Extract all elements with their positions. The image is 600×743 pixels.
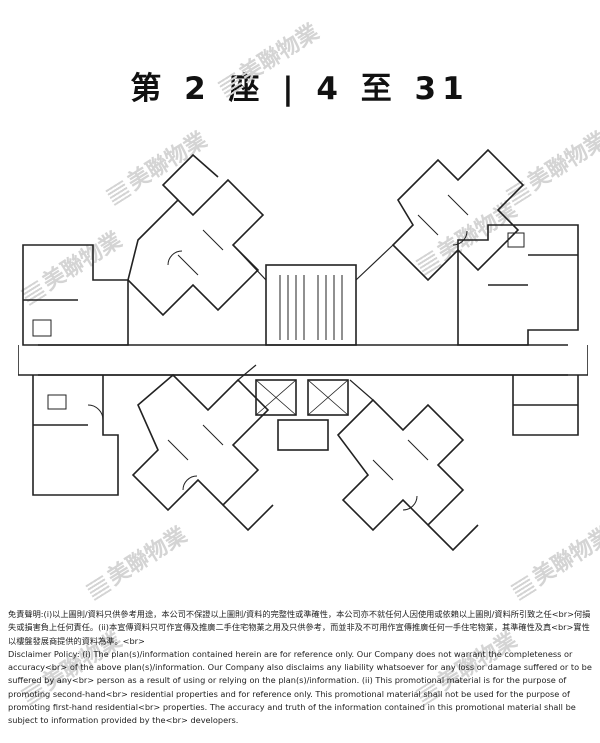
central-corridor [18,345,588,376]
unit-left-end [22,244,129,346]
stair-core [265,264,357,346]
disclaimer: 免責聲明:(i)以上圖則/資料只供參考用途，本公司不保證以上圖則/資料的完整性或… [8,608,594,728]
disclaimer-chinese: 免責聲明:(i)以上圖則/資料只供參考用途，本公司不保證以上圖則/資料的完整性或… [8,609,591,646]
unit-lower-left [131,373,270,512]
lift [307,379,349,416]
unit-right-end [457,224,579,346]
unit-lower-right [336,398,465,532]
unit-left-lower [32,375,119,496]
floor-plan-drawing [18,148,588,552]
disclaimer-english: Disclaimer Policy: (i) The plan(s)/infor… [8,648,592,726]
floor-plan-title: 第 2 座 | 4 至 31 [130,71,470,107]
unit-upper-left [127,178,265,317]
